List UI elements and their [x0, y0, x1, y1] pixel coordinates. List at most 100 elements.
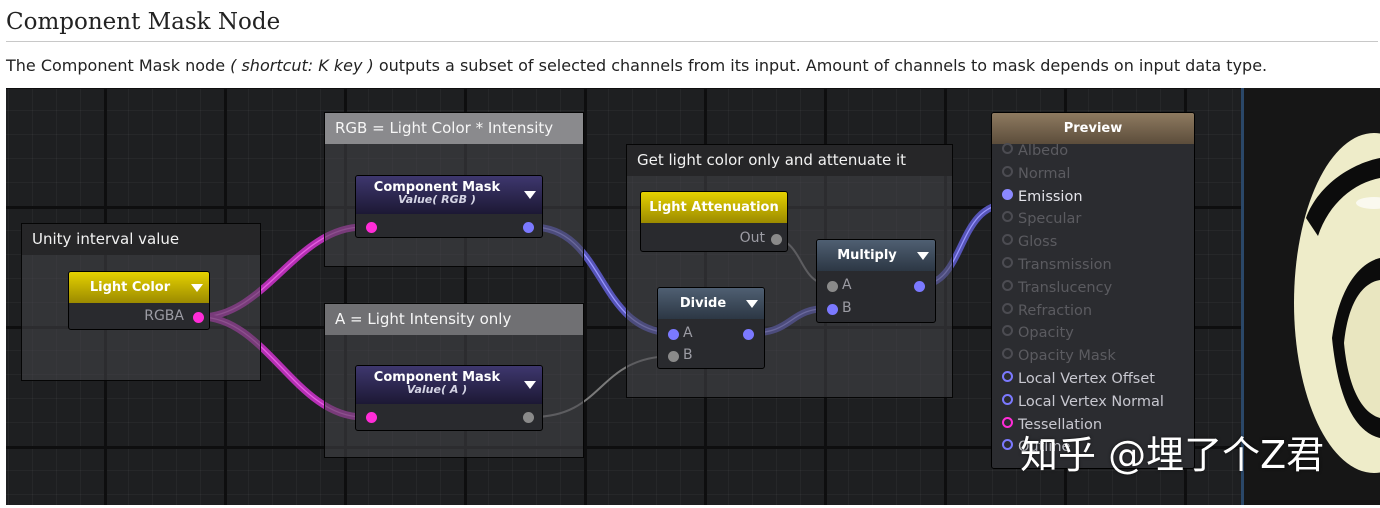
divide-node[interactable]: Divide A B: [657, 287, 765, 369]
input-port-icon[interactable]: [1002, 325, 1013, 337]
preview-input-specular[interactable]: Specular: [1002, 211, 1081, 234]
input-port[interactable]: [366, 222, 377, 233]
preview-input-label: Translucency: [1018, 279, 1113, 296]
node-title: Divide: [679, 296, 727, 311]
dropdown-chevron-icon[interactable]: [524, 381, 536, 389]
input-port-icon[interactable]: [1002, 416, 1013, 428]
input-port-b[interactable]: [827, 304, 838, 315]
preview-input-local-vertex-offset[interactable]: Local Vertex Offset: [1002, 371, 1155, 394]
preview-input-label: Outline: [1018, 439, 1071, 456]
input-port-icon[interactable]: [1002, 165, 1013, 177]
input-port-icon[interactable]: [1002, 211, 1013, 223]
input-port-a[interactable]: [668, 329, 679, 340]
page-title: Component Mask Node: [6, 9, 281, 35]
light-color-node[interactable]: Light Color RGBA: [68, 271, 210, 330]
title-divider: [6, 41, 1378, 42]
node-title: Preview: [1063, 121, 1123, 136]
preview-input-label: Specular: [1018, 211, 1082, 228]
component-mask-rgb-node[interactable]: Component Mask Value( RGB ): [355, 175, 543, 238]
input-port-b[interactable]: [668, 351, 679, 362]
input-port-icon[interactable]: [1002, 234, 1013, 246]
input-port-icon[interactable]: [1002, 371, 1013, 382]
output-label-rgba: RGBA: [144, 308, 184, 324]
node-title: Component Mask: [373, 370, 501, 385]
preview-input-label: Opacity: [1018, 325, 1074, 342]
preview-input-tessellation[interactable]: Tessellation: [1002, 416, 1103, 440]
dropdown-chevron-icon[interactable]: [524, 191, 536, 199]
output-port[interactable]: [523, 222, 534, 233]
desc-text-end: outputs a subset of selected channels fr…: [373, 56, 1268, 75]
light-color-node-header[interactable]: Light Color: [69, 272, 209, 303]
node-title: Component Mask: [373, 180, 501, 195]
preview-input-refraction[interactable]: Refraction: [1002, 302, 1092, 326]
input-port-icon[interactable]: [1002, 393, 1013, 405]
input-port-icon[interactable]: [1002, 257, 1013, 268]
input-port-icon[interactable]: [1002, 348, 1013, 360]
node-subtitle: Value( A ): [406, 383, 468, 396]
node-graph-canvas[interactable]: Unity interval value RGB = Light Color *…: [6, 88, 1244, 505]
preview-input-opacity[interactable]: Opacity: [1002, 325, 1074, 348]
panel-divider: [1241, 88, 1244, 505]
light-attenuation-node[interactable]: Light Attenuation Out: [640, 191, 788, 252]
preview-input-label: Local Vertex Offset: [1018, 371, 1155, 387]
divide-header[interactable]: Divide: [658, 288, 764, 319]
preview-input-opacity-mask[interactable]: Opacity Mask: [1002, 348, 1116, 371]
preview-input-normal[interactable]: Normal: [1002, 165, 1071, 189]
preview-input-label: Gloss: [1018, 234, 1058, 251]
comment-title: A = Light Intensity only: [325, 304, 583, 335]
preview-header[interactable]: Preview: [992, 113, 1194, 144]
preview-render-area[interactable]: [1244, 88, 1380, 505]
watermark: 知乎 @埋了个Z君: [1020, 433, 1325, 477]
output-port[interactable]: [914, 281, 925, 292]
node-title: Light Attenuation: [649, 200, 779, 215]
desc-text-start: The Component Mask node: [6, 56, 231, 75]
shortcut-hint: ( shortcut: K key ): [230, 56, 374, 75]
multiply-header[interactable]: Multiply: [817, 240, 935, 271]
output-port[interactable]: [523, 412, 534, 423]
page-description: The Component Mask node ( shortcut: K ke…: [6, 56, 1267, 75]
input-label-a: A: [842, 277, 852, 293]
input-port-a[interactable]: [827, 281, 838, 292]
input-port-icon[interactable]: [1002, 439, 1013, 451]
component-mask-a-header[interactable]: Component Mask Value( A ): [356, 366, 542, 404]
light-attenuation-header[interactable]: Light Attenuation: [641, 192, 787, 223]
multiply-node[interactable]: Multiply A B: [816, 239, 936, 323]
component-mask-rgb-header[interactable]: Component Mask Value( RGB ): [356, 176, 542, 214]
preview-input-gloss[interactable]: Gloss: [1002, 234, 1057, 257]
preview-input-label: Tessellation: [1018, 416, 1103, 433]
output-port-rgba[interactable]: [193, 312, 204, 323]
input-port-icon[interactable]: [1002, 279, 1013, 291]
input-port-icon[interactable]: [1002, 143, 1013, 154]
dropdown-chevron-icon[interactable]: [917, 251, 929, 260]
input-port-icon[interactable]: [1002, 188, 1013, 200]
input-port-icon[interactable]: [1002, 302, 1013, 314]
input-label-a: A: [683, 325, 693, 341]
preview-input-label: Opacity Mask: [1018, 348, 1116, 365]
preview-input-label: Transmission: [1018, 257, 1112, 273]
preview-input-label: Local Vertex Normal: [1018, 393, 1164, 410]
preview-input-label: Normal: [1018, 165, 1071, 182]
preview-input-translucency[interactable]: Translucency: [1002, 279, 1113, 303]
input-label-b: B: [842, 300, 852, 316]
dropdown-chevron-icon[interactable]: [191, 283, 203, 292]
preview-input-local-vertex-normal[interactable]: Local Vertex Normal: [1002, 393, 1164, 417]
output-port-out[interactable]: [771, 234, 782, 245]
preview-input-label: Albedo: [1018, 143, 1069, 159]
node-subtitle: Value( RGB ): [398, 193, 476, 206]
output-port[interactable]: [743, 329, 754, 340]
node-title: Light Color: [89, 280, 171, 295]
component-mask-a-node[interactable]: Component Mask Value( A ): [355, 365, 543, 431]
comment-title: Unity interval value: [22, 224, 260, 255]
preview-model-image: [1294, 133, 1380, 473]
preview-input-emission[interactable]: Emission: [1002, 188, 1083, 212]
preview-input-label: Emission: [1018, 188, 1083, 205]
preview-input-outline[interactable]: Outline: [1002, 439, 1070, 462]
comment-title: Get light color only and attenuate it: [627, 145, 952, 176]
dropdown-chevron-icon[interactable]: [746, 299, 758, 308]
preview-input-transmission[interactable]: Transmission: [1002, 257, 1112, 280]
input-port[interactable]: [366, 412, 377, 423]
output-label-out: Out: [739, 230, 765, 246]
preview-input-albedo[interactable]: Albedo: [1002, 143, 1068, 166]
comment-title: RGB = Light Color * Intensity: [325, 113, 583, 144]
